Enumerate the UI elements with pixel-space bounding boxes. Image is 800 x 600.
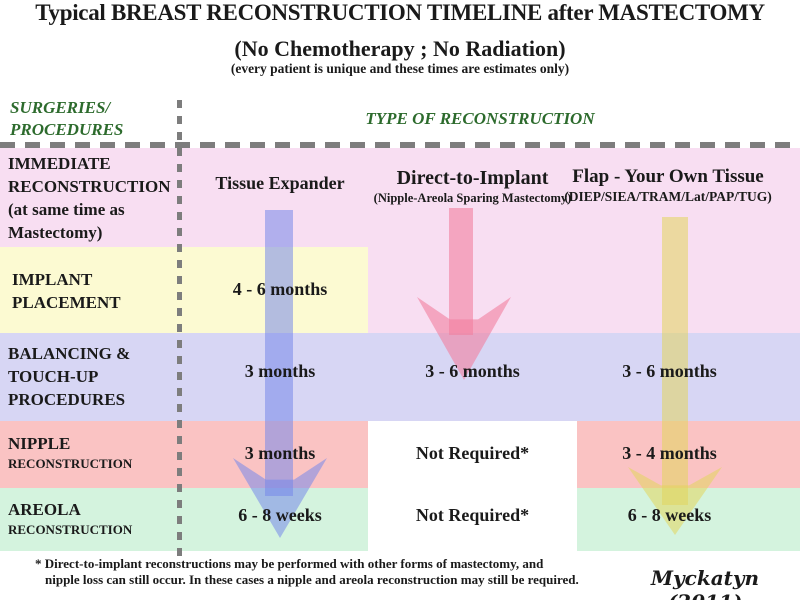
columns-axis-header: TYPE OF RECONSTRUCTION bbox=[365, 109, 595, 128]
cell-areola-flap: 6 - 8 weeks bbox=[627, 505, 712, 525]
page-title: Typical BREAST RECONSTRUCTION TIMELINE a… bbox=[35, 0, 765, 25]
cell-balancing-direct-to-implant: 3 - 6 months bbox=[425, 361, 520, 381]
cell-nipple-direct-to-implant: Not Required* bbox=[415, 443, 530, 463]
row-label-line: IMPLANT bbox=[12, 270, 93, 289]
row-label-areola-reconstruction: AREOLA RECONSTRUCTION bbox=[8, 498, 178, 538]
vertical-dashed-divider bbox=[177, 100, 182, 556]
cell-balancing-tissue-expander: 3 months bbox=[244, 361, 316, 381]
row-label-nipple-reconstruction: NIPPLE RECONSTRUCTION bbox=[8, 432, 178, 472]
row-label-line: RECONSTRUCTION bbox=[8, 522, 133, 537]
column-subheader-direct-to-implant: (Nipple-Areola Sparing Mastectomy) bbox=[373, 191, 572, 205]
tissue-expander-arrow-shaft bbox=[265, 210, 293, 496]
author-signature: Myckatyn (2011) bbox=[650, 566, 760, 600]
rows-axis-header-line2: PROCEDURES bbox=[10, 120, 124, 139]
rows-axis-header-line1: SURGERIES/ bbox=[10, 98, 111, 117]
row-label-line: Mastectomy) bbox=[8, 223, 103, 242]
row-label-line: RECONSTRUCTION bbox=[8, 177, 171, 196]
row-label-balancing: BALANCING & TOUCH-UP PROCEDURES bbox=[8, 342, 178, 411]
column-subheader-flap: (DIEP/SIEA/TRAM/Lat/PAP/TUG) bbox=[564, 189, 772, 204]
page-disclaimer: (every patient is unique and these times… bbox=[230, 61, 570, 76]
row-label-line: RECONSTRUCTION bbox=[8, 456, 133, 471]
column-header-direct-to-implant: Direct-to-Implant bbox=[396, 167, 549, 189]
nipple-row-right-background bbox=[577, 421, 800, 488]
row-label-line: PROCEDURES bbox=[8, 390, 126, 409]
row-label-line: NIPPLE bbox=[8, 434, 71, 453]
cell-areola-tissue-expander: 6 - 8 weeks bbox=[238, 505, 322, 525]
row-label-line: TOUCH-UP bbox=[8, 367, 99, 386]
cell-areola-direct-to-implant: Not Required* bbox=[415, 505, 530, 525]
row-label-line: AREOLA bbox=[8, 500, 81, 519]
row-label-line: BALANCING & bbox=[8, 344, 131, 363]
row-label-line: (at same time as bbox=[8, 200, 125, 219]
column-header-flap: Flap - Your Own Tissue bbox=[572, 166, 764, 187]
row-label-immediate-reconstruction: IMMEDIATE RECONSTRUCTION (at same time a… bbox=[8, 152, 178, 244]
horizontal-dashed-divider bbox=[0, 142, 800, 148]
column-header-tissue-expander: Tissue Expander bbox=[215, 173, 345, 193]
direct-to-implant-arrow-shaft bbox=[449, 208, 473, 335]
implant-placement-cell-background bbox=[0, 247, 368, 333]
cell-balancing-flap: 3 - 6 months bbox=[622, 361, 717, 381]
row-label-line: IMMEDIATE bbox=[8, 154, 111, 173]
cell-nipple-flap: 3 - 4 months bbox=[622, 443, 717, 463]
cell-implant-tissue-expander: 4 - 6 months bbox=[232, 279, 328, 299]
page-subtitle: (No Chemotherapy ; No Radiation) bbox=[234, 36, 566, 61]
footnote-line1: * Direct-to-implant reconstructions may … bbox=[35, 556, 544, 571]
rows-axis-header: SURGERIES/ PROCEDURES bbox=[10, 97, 180, 141]
row-label-implant-placement: IMPLANT PLACEMENT bbox=[12, 268, 182, 314]
areola-row-left-background bbox=[0, 488, 368, 551]
cell-nipple-tissue-expander: 3 months bbox=[244, 443, 316, 463]
row-label-line: PLACEMENT bbox=[12, 293, 121, 312]
flap-arrow-shaft bbox=[662, 217, 688, 505]
footnote-line2: nipple loss can still occur. In these ca… bbox=[45, 572, 579, 587]
